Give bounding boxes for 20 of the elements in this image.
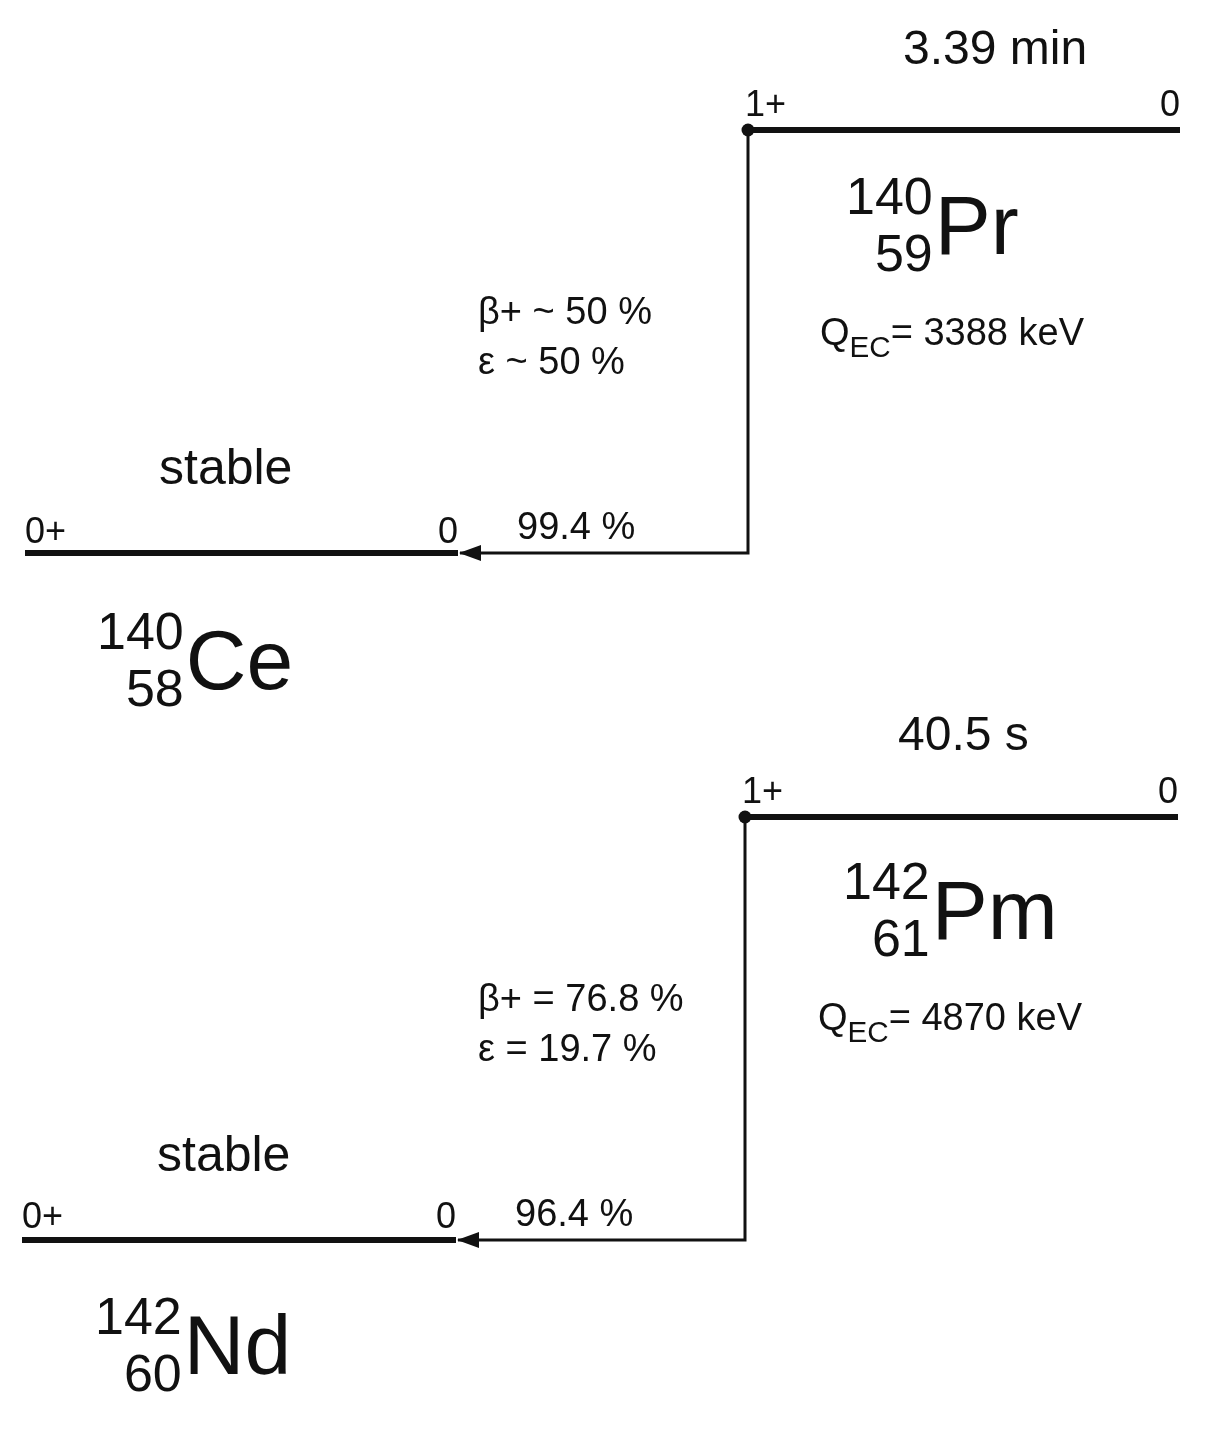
half-life-label: 40.5 s (898, 710, 1029, 758)
spin-parity-label: 0+ (25, 513, 67, 549)
spin-parity-label: 1+ (745, 86, 787, 122)
stability-label: stable (159, 442, 293, 492)
decay-arrow (457, 810, 752, 1248)
spin-parity-label: 1+ (742, 773, 784, 809)
branching-ratio-label: β+ ~ 50 % (478, 292, 652, 330)
stability-label: stable (157, 1129, 291, 1179)
decay-arrow (459, 123, 755, 561)
branching-ratio-label: ε ~ 50 % (478, 342, 625, 380)
energy-label: 0 (1159, 86, 1180, 122)
q-value-label: Q$_{EC}$= 4870 keV (818, 998, 1083, 1048)
energy-label: 0 (435, 1198, 456, 1234)
half-life-label: 3.39 min (903, 24, 1088, 72)
energy-label: 0 (1157, 773, 1178, 809)
q-value-label: Q$_{EC}$= 3388 keV (820, 313, 1085, 363)
spin-parity-label: 0+ (22, 1198, 64, 1234)
energy-label: 0 (437, 513, 458, 549)
branching-ratio-label: β+ = 76.8 % (478, 979, 684, 1017)
branching-ratio-label: ε = 19.7 % (478, 1029, 657, 1067)
